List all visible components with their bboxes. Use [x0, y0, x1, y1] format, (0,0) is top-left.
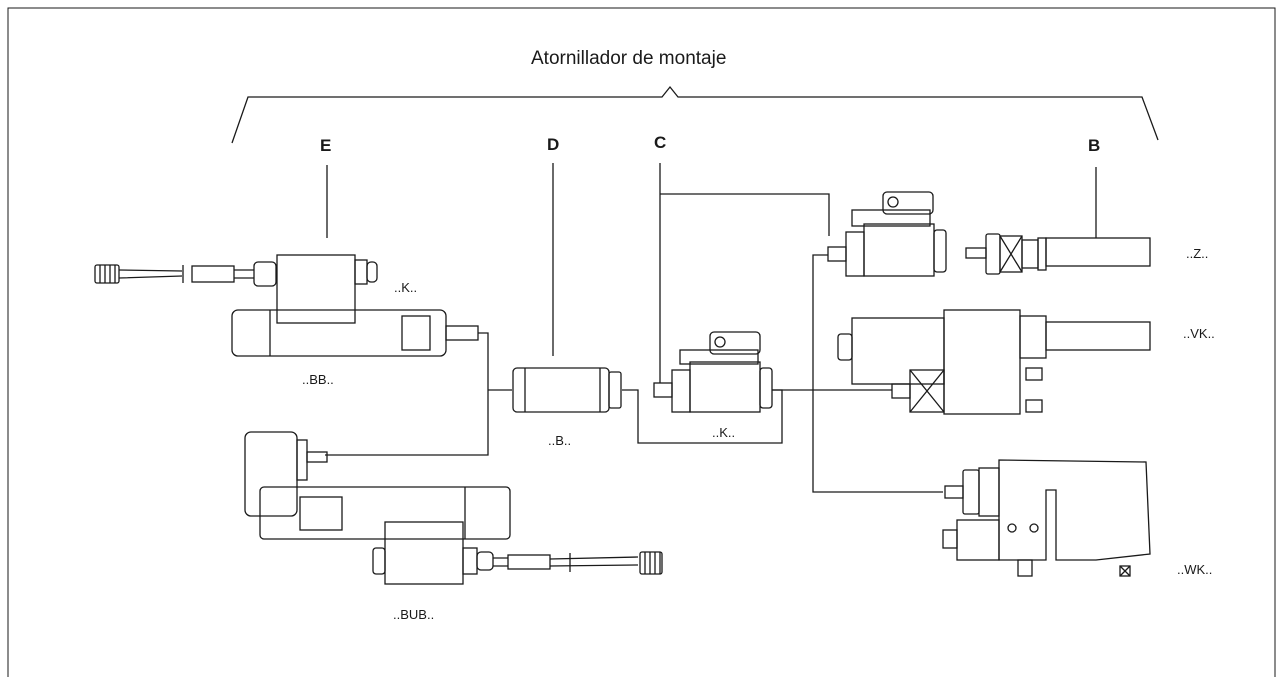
variant-label-wk: ..WK.. — [1177, 562, 1212, 577]
b-head-z-drawing — [966, 234, 1150, 274]
b-head-wk-drawing — [943, 460, 1150, 576]
variant-label-vk: ..VK.. — [1183, 326, 1215, 341]
variant-label-k-center: ..K.. — [712, 425, 735, 440]
title-brace — [232, 87, 1158, 143]
b-head-vk-drawing — [838, 310, 1150, 414]
section-label-e: E — [320, 136, 331, 156]
variant-label-k-left: ..K.. — [394, 280, 417, 295]
connector-bc — [622, 390, 782, 443]
frame-border — [8, 8, 1275, 677]
c-motor-k-center-drawing — [654, 332, 772, 412]
diagram-title: Atornillador de montaje — [531, 48, 726, 70]
section-label-d: D — [547, 135, 559, 155]
connector-left — [325, 333, 512, 455]
c-motor-upper-drawing — [828, 192, 946, 276]
connector-z-wk — [813, 255, 943, 492]
e-motor-bb-drawing — [95, 255, 478, 356]
variant-label-b: ..B.. — [548, 433, 571, 448]
variant-label-bub: ..BUB.. — [393, 607, 434, 622]
variant-label-bb: ..BB.. — [302, 372, 334, 387]
variant-label-z: ..Z.. — [1186, 246, 1208, 261]
section-label-c: C — [654, 133, 666, 153]
d-module-drawing — [513, 368, 621, 412]
section-label-b: B — [1088, 136, 1100, 156]
